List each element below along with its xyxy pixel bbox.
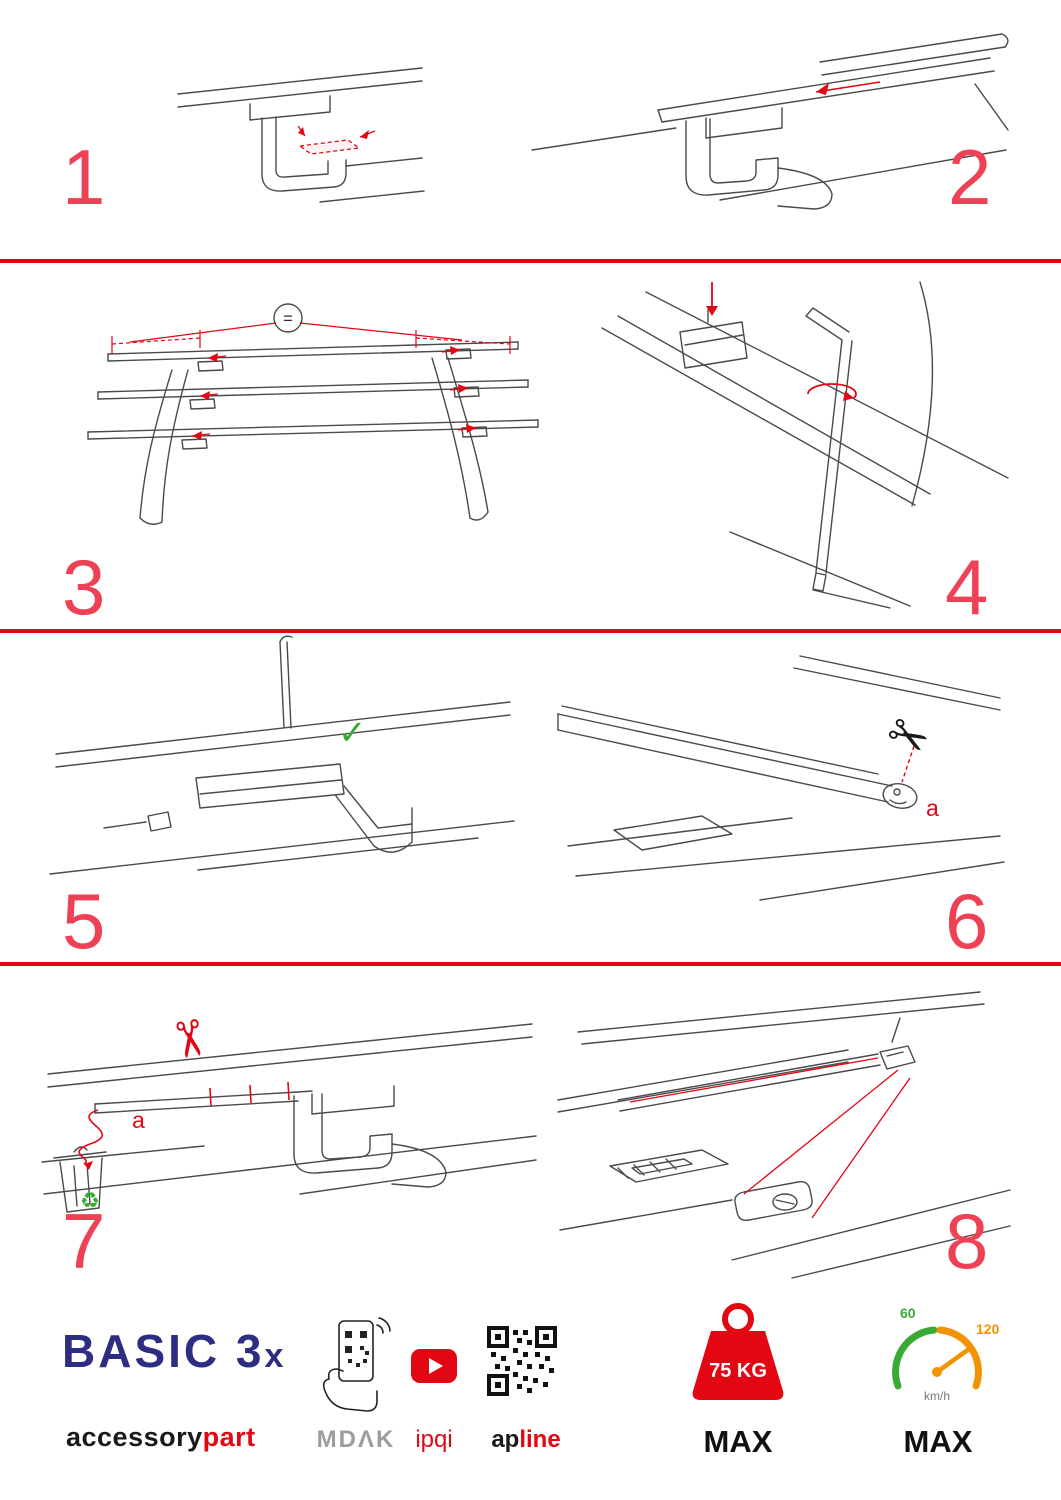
speed-low-label: 60 xyxy=(900,1305,916,1321)
section-divider-2 xyxy=(0,629,1061,633)
step-2-illustration xyxy=(531,33,1009,210)
zoom-line xyxy=(743,1069,899,1195)
step-7-number: 7 xyxy=(62,1197,106,1285)
t-bolt xyxy=(734,1180,813,1222)
step-1-illustration xyxy=(177,67,425,203)
discard-strip-curl xyxy=(78,1109,104,1165)
scissors-icon: ✂ xyxy=(877,704,938,770)
step-5-number: 5 xyxy=(62,877,106,965)
step-3-number: 3 xyxy=(62,543,106,631)
insert-arrow xyxy=(360,130,369,139)
brand-subtitle-black: accessory xyxy=(66,1422,203,1452)
equal-label: = xyxy=(283,309,293,328)
cut-guide-line xyxy=(901,745,915,783)
label-a: a xyxy=(132,1107,145,1133)
label-a: a xyxy=(926,795,939,821)
max-load-label: MAX xyxy=(703,1424,773,1459)
step-7-illustration: ✂ a ♻ xyxy=(41,1014,537,1213)
apline-black: ap xyxy=(491,1426,520,1453)
recycle-icon: ♻ xyxy=(80,1188,100,1213)
brand-logo-main: BASIC 3 xyxy=(62,1325,265,1377)
mdak-label: MDΛK xyxy=(316,1426,396,1453)
scissors-icon: ✂ xyxy=(158,1014,220,1065)
ipqi-label: ipqi xyxy=(415,1426,453,1453)
equal-spacing-badge xyxy=(273,303,303,333)
bar-highlight-line xyxy=(629,1057,879,1103)
speed-high-label: 120 xyxy=(976,1321,1000,1337)
brand-logo: BASIC 3x xyxy=(62,1328,286,1374)
step-4-illustration xyxy=(601,281,1009,609)
rotate-arrow xyxy=(807,383,857,399)
apline-label: apline xyxy=(478,1428,574,1452)
max-speed-label: MAX xyxy=(903,1424,973,1459)
speedometer-icon: 60 120 km/h xyxy=(892,1305,1000,1403)
speed-unit-label: km/h xyxy=(924,1389,950,1403)
brand-subtitle-red: part xyxy=(202,1422,256,1452)
youtube-icon xyxy=(411,1349,457,1383)
max-load-icon: 75 KG xyxy=(692,1303,784,1400)
max-load-value: 75 KG xyxy=(709,1360,767,1382)
cut-mark xyxy=(209,1087,212,1107)
step-5-illustration: ✓ xyxy=(49,635,515,875)
check-icon: ✓ xyxy=(338,714,367,752)
section-divider-3 xyxy=(0,962,1061,966)
qr-code-icon xyxy=(487,1326,557,1396)
step-4-number: 4 xyxy=(945,543,989,631)
step-8-number: 8 xyxy=(945,1197,989,1285)
section-divider-1 xyxy=(0,259,1061,263)
step-8-illustration xyxy=(557,991,1011,1279)
step-6-number: 6 xyxy=(945,877,989,965)
insert-pad-highlight xyxy=(298,139,361,155)
brand-logo-x: x xyxy=(264,1337,287,1375)
step-1-number: 1 xyxy=(62,133,106,221)
apline-red: line xyxy=(519,1426,561,1453)
speedometer-needle xyxy=(934,1346,972,1375)
step-3-illustration: = xyxy=(87,303,539,525)
step-6-illustration: ✂ a xyxy=(557,655,1005,901)
step-2-number: 2 xyxy=(948,133,992,221)
brand-subtitle: accessorypart xyxy=(66,1424,256,1451)
phone-qr-icon xyxy=(322,1317,391,1412)
